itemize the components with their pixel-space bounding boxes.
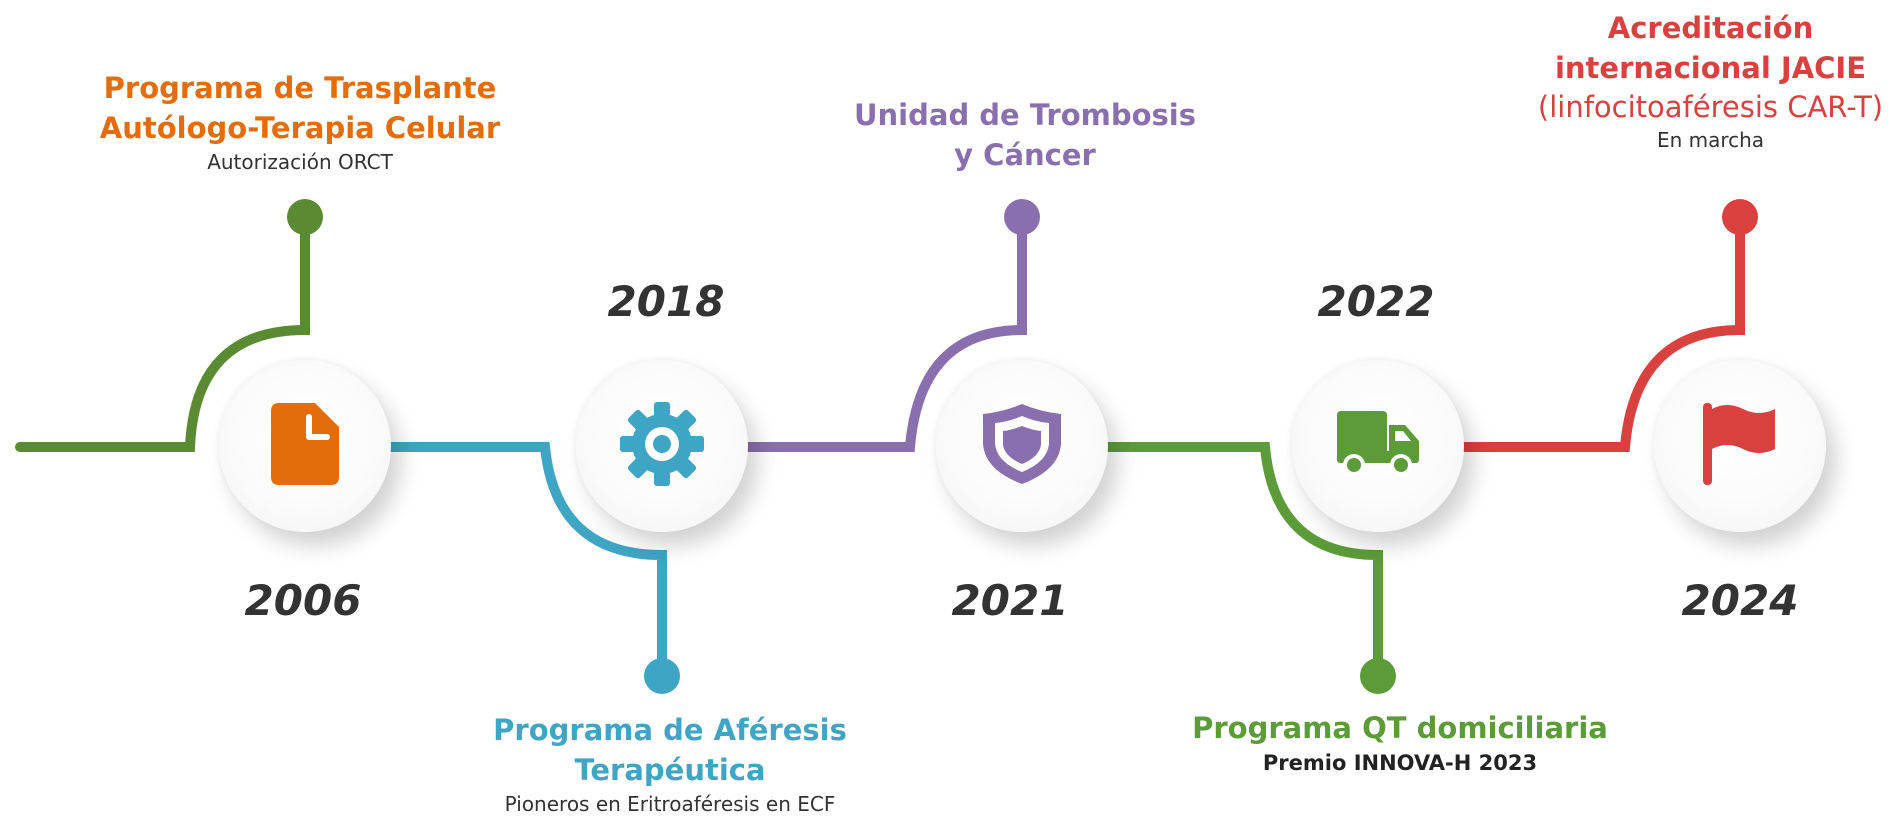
milestone-title-2006-line1: Programa de Trasplante bbox=[103, 71, 497, 105]
connector-dot-2024 bbox=[1722, 199, 1758, 235]
connector-2024 bbox=[1460, 213, 1745, 452]
milestone-label-2024: Acreditación internacional JACIE (linfoc… bbox=[1518, 8, 1903, 154]
connector-dot-2021 bbox=[1004, 199, 1040, 235]
truck-icon bbox=[1337, 411, 1419, 481]
connector-dot-2006 bbox=[287, 199, 323, 235]
document-icon bbox=[271, 403, 339, 489]
milestone-subtitle-2024: En marcha bbox=[1656, 128, 1765, 152]
milestone-subtitle-2006: Autorización ORCT bbox=[207, 150, 393, 174]
year-2021: 2021 bbox=[951, 576, 1069, 625]
milestone-label-2018: Programa de Aféresis Terapéutica Pionero… bbox=[430, 710, 910, 818]
milestone-circle-2006 bbox=[219, 360, 391, 532]
milestone-title-2018-line2: Terapéutica bbox=[574, 753, 766, 787]
year-2024: 2024 bbox=[1681, 576, 1799, 625]
year-2006: 2006 bbox=[244, 576, 362, 625]
milestone-title-2006-line2: Autólogo-Terapia Celular bbox=[99, 111, 501, 145]
milestone-title-2024-line1: Acreditación bbox=[1607, 11, 1814, 45]
connector-dot-2018 bbox=[644, 658, 680, 694]
milestone-circle-2018 bbox=[576, 360, 748, 532]
shield-icon bbox=[981, 402, 1063, 490]
milestone-circle-2024 bbox=[1654, 360, 1826, 532]
milestone-title-2018-line1: Programa de Aféresis bbox=[493, 713, 847, 747]
milestone-title-2021-line2: y Cáncer bbox=[954, 138, 1096, 172]
connector-dot-2022 bbox=[1360, 658, 1396, 694]
connector-2006 bbox=[15, 213, 310, 452]
year-2018: 2018 bbox=[607, 277, 725, 326]
milestone-label-2022: Programa QT domiciliaria Premio INNOVA-H… bbox=[1130, 708, 1670, 778]
connector-2022 bbox=[1103, 442, 1383, 680]
year-2022: 2022 bbox=[1317, 277, 1435, 326]
milestone-label-2021: Unidad de Trombosis y Cáncer bbox=[800, 95, 1250, 175]
milestone-title-2022: Programa QT domiciliaria bbox=[1192, 711, 1608, 745]
milestone-circle-2021 bbox=[936, 360, 1108, 532]
milestone-circle-2022 bbox=[1292, 360, 1464, 532]
milestone-title-2024-line2: internacional JACIE bbox=[1554, 51, 1867, 85]
milestone-title-2021-line1: Unidad de Trombosis bbox=[853, 98, 1197, 132]
connector-2021 bbox=[743, 213, 1027, 452]
connector-2018 bbox=[385, 442, 667, 680]
milestone-title-2024-line3: (linfocitoaféresis CAR-T) bbox=[1537, 90, 1884, 124]
flag-icon bbox=[1703, 403, 1777, 489]
milestone-subtitle-2018: Pioneros en Eritroaféresis en ECF bbox=[504, 792, 836, 816]
milestone-subtitle-2022: Premio INNOVA-H 2023 bbox=[1262, 751, 1538, 775]
gear-icon bbox=[620, 402, 704, 490]
milestone-label-2006: Programa de Trasplante Autólogo-Terapia … bbox=[60, 68, 540, 176]
